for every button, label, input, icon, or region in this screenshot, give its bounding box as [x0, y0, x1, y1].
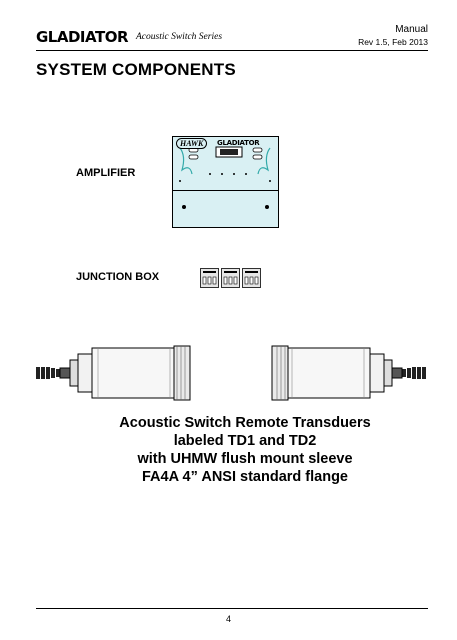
header-divider [36, 50, 428, 51]
brand-logo: GLADIATOR [36, 28, 129, 46]
amplifier-label: AMPLIFIER [76, 167, 136, 179]
transducer-td1-illustration [36, 345, 191, 401]
series-name: Acoustic Switch Series [136, 32, 223, 42]
page-number: 4 [225, 614, 231, 624]
amplifier-illustration [172, 136, 279, 228]
amp-logo-right: GLADIATOR [217, 139, 260, 147]
footer-divider [36, 608, 428, 609]
junction-box-illustration [200, 268, 261, 288]
caption-line-1: Acoustic Switch Remote Transduers [119, 415, 371, 431]
transducer-caption: Acoustic Switch Remote Transduers labele… [80, 414, 410, 486]
caption-line-3: with UHMW flush mount sleeve [137, 451, 353, 467]
section-title: SYSTEM COMPONENTS [36, 60, 236, 79]
page-header: GLADIATOR Acoustic Switch Series Manual … [36, 20, 428, 50]
doc-type: Manual [395, 24, 428, 35]
revision-label: Rev 1.5, Feb 2013 [358, 37, 428, 47]
amp-logo-left: HAWK [176, 138, 208, 149]
transducer-td2-illustration [271, 345, 426, 401]
caption-line-4: FA4A 4” ANSI standard flange [142, 469, 348, 485]
caption-line-2: labeled TD1 and TD2 [173, 433, 317, 449]
junction-box-label: JUNCTION BOX [76, 271, 160, 283]
